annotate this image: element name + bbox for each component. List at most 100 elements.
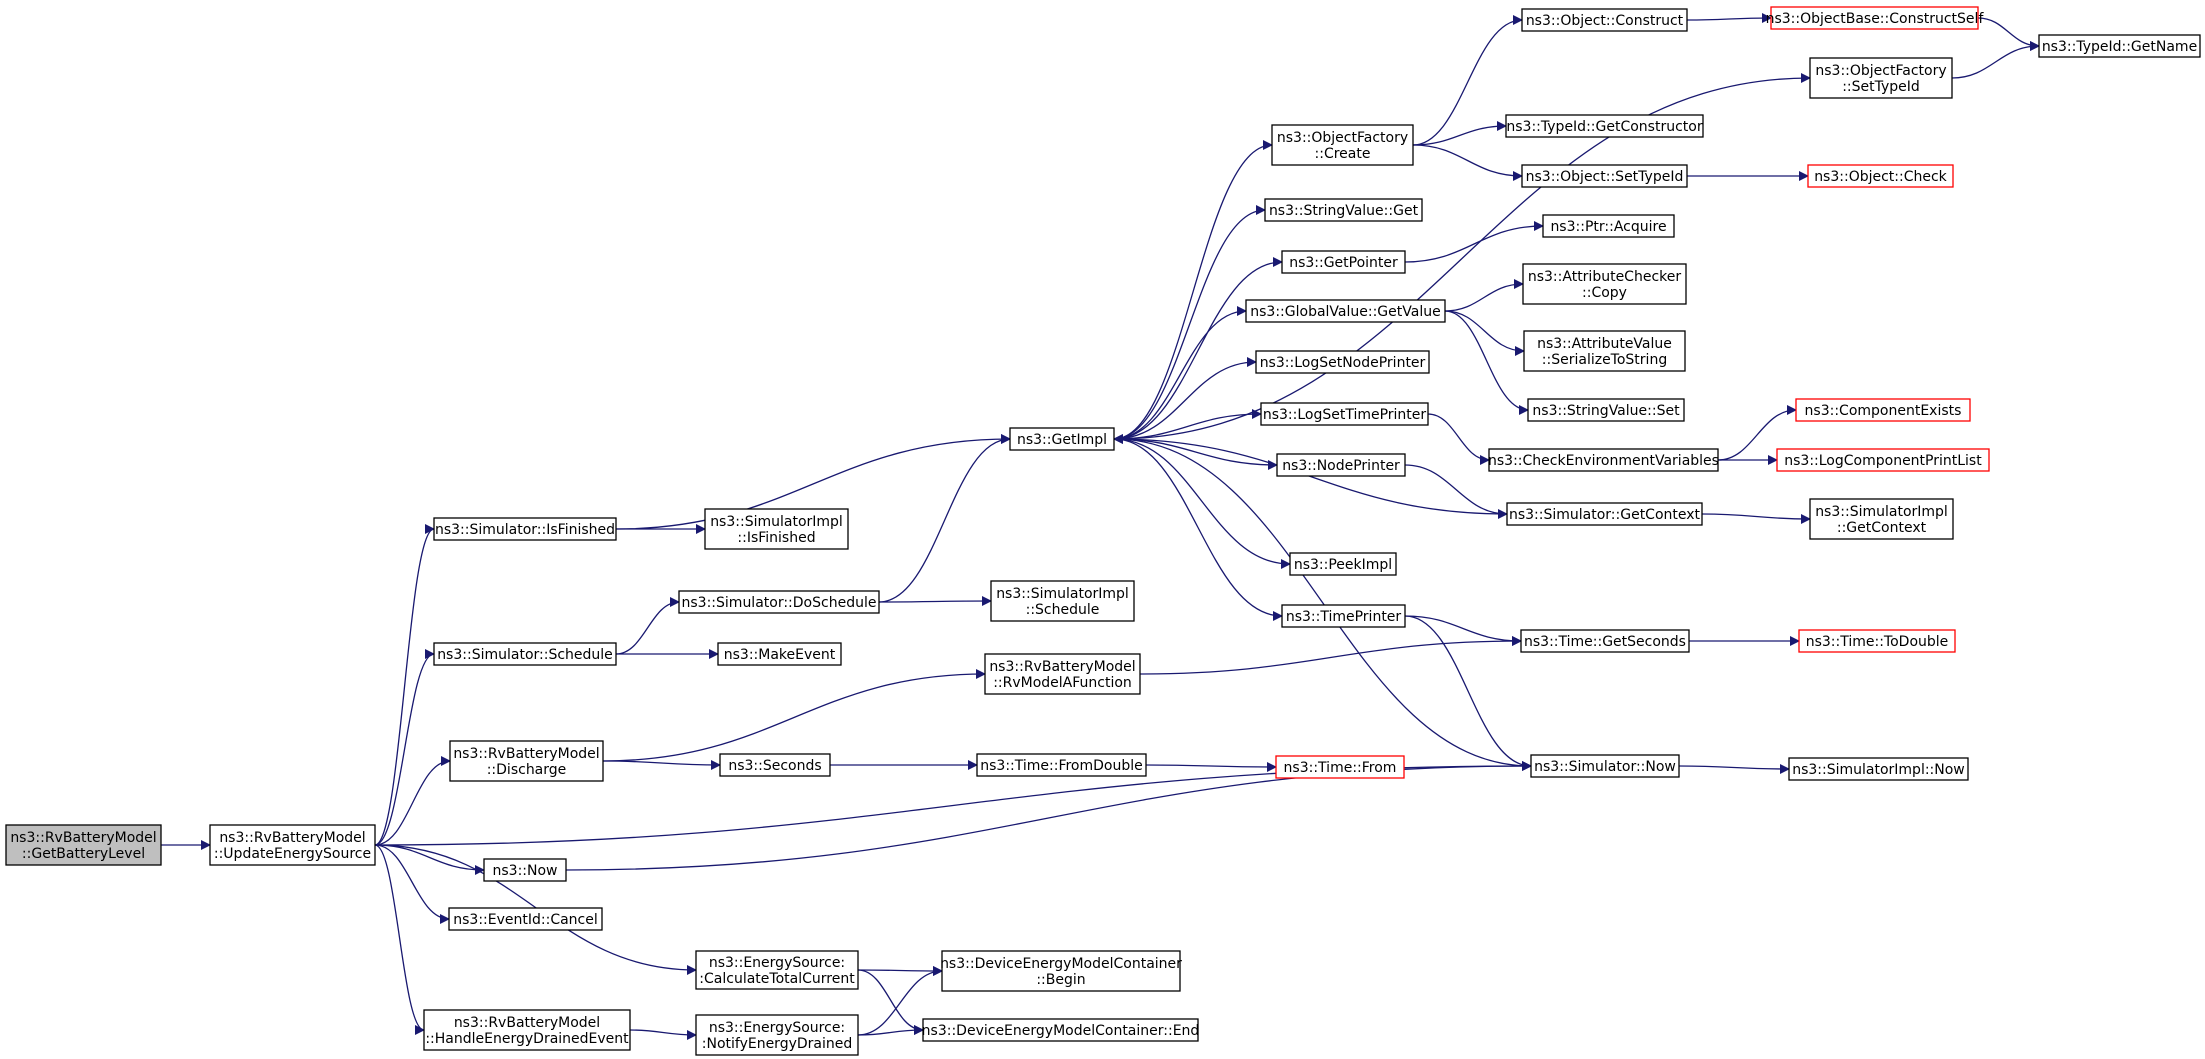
node-sim-now[interactable]: ns3::Simulator::Now — [1530, 754, 1680, 778]
node-label-line: ::Begin — [1036, 972, 1085, 988]
edge-update-energy-source-to-sim-is-finished — [374, 524, 435, 846]
node-notify-drained[interactable]: ns3::EnergySource::NotifyEnergyDrained — [695, 1014, 859, 1056]
node-ptr-acquire[interactable]: ns3::Ptr::Acquire — [1542, 214, 1675, 238]
node-label-line: ns3::SimulatorImpl — [710, 514, 843, 530]
node-time-to-double[interactable]: ns3::Time::ToDouble — [1798, 629, 1956, 653]
edge-calc-total-current-to-demc-begin — [857, 965, 943, 976]
node-box — [1770, 6, 1979, 30]
edge-update-energy-source-to-handle-drained — [374, 844, 425, 1035]
node-log-component-print-list[interactable]: ns3::LogComponentPrintList — [1776, 448, 1990, 472]
node-label-line: ns3::Time::FromDouble — [980, 758, 1143, 774]
edge-update-energy-source-to-rv-discharge — [374, 756, 451, 846]
node-label-line: ::GetBatteryLevel — [22, 846, 145, 862]
node-label-line: ns3::PeekImpl — [1294, 557, 1392, 573]
node-label-line: ns3::ObjectFactory — [1815, 63, 1946, 79]
node-label-line: ::IsFinished — [737, 530, 815, 546]
edge-sim-get-context-to-sim-impl-get-context — [1701, 513, 1811, 524]
edge-obj-factory-create-to-object-construct — [1412, 15, 1523, 146]
node-box — [423, 1009, 631, 1051]
node-object-set-type-id[interactable]: ns3::Object::SetTypeId — [1521, 164, 1688, 188]
node-sim-is-finished[interactable]: ns3::Simulator::IsFinished — [433, 517, 617, 541]
node-label-line: ns3::Time::ToDouble — [1806, 634, 1949, 650]
node-sim-impl-schedule[interactable]: ns3::SimulatorImpl::Schedule — [990, 580, 1135, 622]
node-box — [1809, 498, 1954, 540]
node-object-construct[interactable]: ns3::Object::Construct — [1521, 8, 1688, 32]
node-time-from-double[interactable]: ns3::Time::FromDouble — [976, 753, 1147, 777]
node-label-line: ns3::DeviceEnergyModelContainer — [940, 956, 1182, 972]
node-obj-base-construct-self[interactable]: ns3::ObjectBase::ConstructSelf — [1766, 6, 1985, 30]
node-box — [2038, 34, 2201, 58]
node-get-impl[interactable]: ns3::GetImpl — [1009, 427, 1115, 451]
node-object-check[interactable]: ns3::Object::Check — [1807, 164, 1954, 188]
node-label-line: ns3::ObjectFactory — [1277, 130, 1408, 146]
node-obj-factory-create[interactable]: ns3::ObjectFactory::Create — [1271, 124, 1414, 166]
node-check-env-vars[interactable]: ns3::CheckEnvironmentVariables — [1488, 448, 1719, 472]
node-node-printer[interactable]: ns3::NodePrinter — [1276, 453, 1406, 477]
node-box — [1264, 198, 1423, 222]
edge-get-impl-to-log-set-node-printer — [1113, 357, 1257, 440]
edge-get-impl-to-log-set-time-printer — [1113, 409, 1262, 440]
node-global-value-get-value[interactable]: ns3::GlobalValue::GetValue — [1245, 299, 1446, 323]
node-attr-checker-copy[interactable]: ns3::AttributeChecker::Copy — [1522, 263, 1687, 305]
node-demc-begin[interactable]: ns3::DeviceEnergyModelContainer::Begin — [940, 950, 1182, 992]
node-label-line: ns3::StringValue::Get — [1269, 203, 1419, 219]
node-calc-total-current[interactable]: ns3::EnergySource::CalculateTotalCurrent — [695, 950, 859, 990]
node-rv-model-afunction[interactable]: ns3::RvBatteryModel::RvModelAFunction — [984, 653, 1141, 695]
node-label-line: ::Schedule — [1026, 602, 1100, 618]
node-demc-end[interactable]: ns3::DeviceEnergyModelContainer::End — [922, 1018, 1200, 1042]
node-box — [1505, 114, 1704, 138]
node-sim-impl-get-context[interactable]: ns3::SimulatorImpl::GetContext — [1809, 498, 1954, 540]
node-component-exists[interactable]: ns3::ComponentExists — [1795, 398, 1971, 422]
node-label-line: ns3::Object::Check — [1814, 169, 1947, 185]
node-ns3-now[interactable]: ns3::Now — [483, 858, 567, 882]
node-box — [1523, 330, 1686, 372]
node-event-id-cancel[interactable]: ns3::EventId::Cancel — [448, 907, 603, 931]
node-sim-impl-now[interactable]: ns3::SimulatorImpl::Now — [1788, 757, 1969, 781]
edge-global-value-get-value-to-attr-value-serialize — [1444, 310, 1525, 356]
node-time-get-seconds[interactable]: ns3::Time::GetSeconds — [1520, 629, 1690, 653]
node-sim-do-schedule[interactable]: ns3::Simulator::DoSchedule — [678, 590, 880, 614]
node-get-pointer[interactable]: ns3::GetPointer — [1281, 250, 1406, 274]
node-box — [1488, 448, 1719, 472]
edge-obj-factory-create-to-object-set-type-id — [1412, 144, 1523, 181]
node-box — [1255, 350, 1430, 374]
edge-get-pointer-to-ptr-acquire — [1404, 221, 1544, 263]
node-label-line: ns3::SimulatorImpl::Now — [1792, 762, 1965, 778]
node-label-line: ns3::Simulator::Schedule — [437, 647, 613, 663]
node-label-line: ns3::GlobalValue::GetValue — [1250, 304, 1440, 320]
node-label-line: ns3::Ptr::Acquire — [1550, 219, 1666, 235]
node-string-value-get[interactable]: ns3::StringValue::Get — [1264, 198, 1423, 222]
node-type-id-get-constructor[interactable]: ns3::TypeId::GetConstructor — [1505, 114, 1704, 138]
node-attr-value-serialize[interactable]: ns3::AttributeValue::SerializeToString — [1523, 330, 1686, 372]
node-box — [1271, 124, 1414, 166]
node-box — [1530, 754, 1680, 778]
node-make-event[interactable]: ns3::MakeEvent — [717, 642, 842, 666]
node-obj-factory-set-type-id[interactable]: ns3::ObjectFactory::SetTypeId — [1809, 57, 1953, 99]
edge-time-from-double-to-time-from — [1145, 761, 1277, 772]
node-label-line: ns3::RvBatteryModel — [453, 746, 599, 762]
node-update-energy-source[interactable]: ns3::RvBatteryModel::UpdateEnergySource — [209, 824, 376, 866]
node-box — [922, 1018, 1199, 1042]
node-seconds[interactable]: ns3::Seconds — [719, 753, 831, 777]
node-label-line: ns3::EventId::Cancel — [453, 912, 598, 928]
node-label-line: ns3::Object::SetTypeId — [1526, 169, 1684, 185]
node-get-battery-level[interactable]: ns3::RvBatteryModel::GetBatteryLevel — [5, 824, 162, 866]
node-label-line: ns3::Time::GetSeconds — [1524, 634, 1686, 650]
node-string-value-set[interactable]: ns3::StringValue::Set — [1527, 398, 1685, 422]
node-rv-discharge[interactable]: ns3::RvBatteryModel::Discharge — [449, 740, 604, 782]
node-label-line: ns3::ObjectBase::ConstructSelf — [1766, 11, 1985, 27]
node-peek-impl[interactable]: ns3::PeekImpl — [1289, 552, 1397, 576]
node-sim-impl-is-finished[interactable]: ns3::SimulatorImpl::IsFinished — [704, 508, 849, 550]
node-log-set-time-printer[interactable]: ns3::LogSetTimePrinter — [1260, 402, 1429, 426]
node-label-line: ns3::Object::Construct — [1526, 13, 1684, 29]
node-time-printer[interactable]: ns3::TimePrinter — [1281, 604, 1406, 628]
node-box — [1807, 164, 1954, 188]
node-sim-get-context[interactable]: ns3::Simulator::GetContext — [1506, 502, 1703, 526]
node-handle-drained[interactable]: ns3::RvBatteryModel::HandleEnergyDrained… — [423, 1009, 631, 1051]
node-type-id-get-name[interactable]: ns3::TypeId::GetName — [2038, 34, 2201, 58]
node-log-set-node-printer[interactable]: ns3::LogSetNodePrinter — [1255, 350, 1430, 374]
node-sim-schedule[interactable]: ns3::Simulator::Schedule — [433, 642, 617, 666]
node-label-line: ns3::ComponentExists — [1805, 403, 1962, 419]
node-time-from[interactable]: ns3::Time::From — [1275, 755, 1405, 779]
